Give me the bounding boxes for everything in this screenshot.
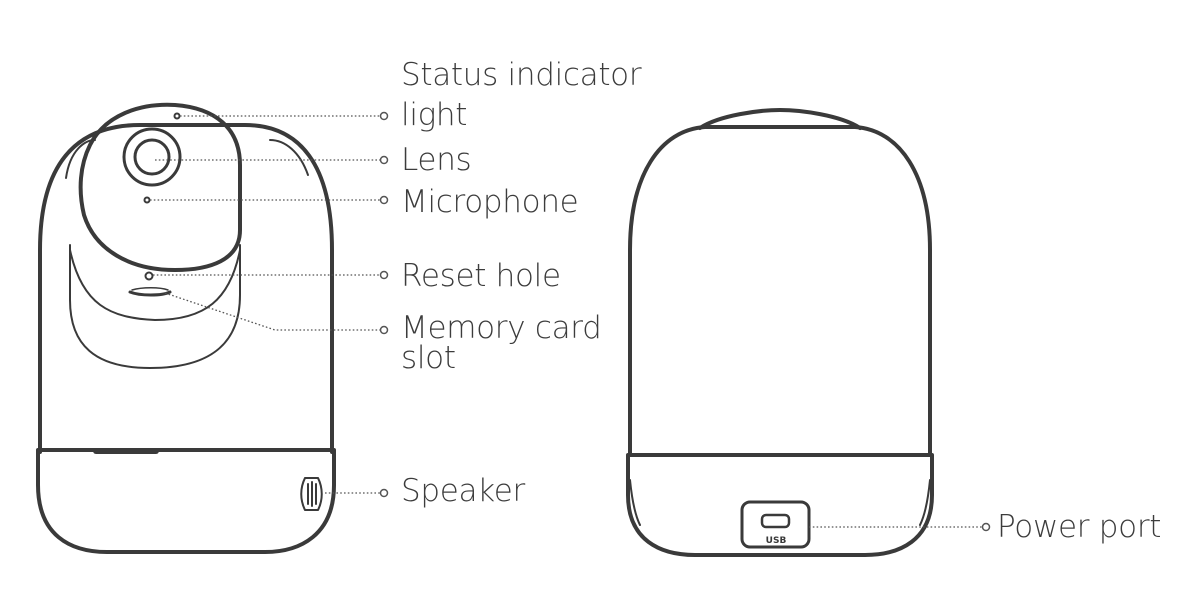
label-memory-line2: slot (401, 340, 456, 376)
label-speaker: Speaker (401, 473, 525, 509)
leader-end-lens (379, 155, 389, 165)
front-camera-head (65, 139, 309, 369)
status-light-dot (173, 112, 181, 120)
front-camera-body (36, 123, 336, 554)
leader-end-memory (379, 325, 389, 335)
label-status-line1: Status indicator (401, 57, 642, 93)
back-camera-body (626, 108, 934, 557)
reset-hole-dot (144, 271, 154, 281)
leader-end-power (981, 522, 991, 532)
microphone-dot (143, 196, 151, 204)
front-lens-graphic (122, 127, 182, 187)
leader-end-speaker (379, 488, 389, 498)
front-camera-faceplate (78, 102, 242, 272)
usb-port-graphic (740, 500, 811, 549)
label-microphone: Microphone (401, 184, 579, 220)
label-lens: Lens (401, 142, 472, 178)
label-status-line2: light (401, 97, 468, 133)
leader-end-status (379, 111, 389, 121)
speaker-grille-graphic (300, 477, 323, 511)
label-reset-hole: Reset hole (401, 258, 561, 294)
leader-memory (164, 292, 380, 331)
leader-end-microphone (379, 195, 389, 205)
label-memory-line1: Memory card (401, 310, 602, 346)
label-power-port: Power port (997, 509, 1162, 545)
leader-end-reset (379, 270, 389, 280)
usb-port-text: USB (766, 536, 787, 546)
memory-card-slot-graphic (128, 290, 172, 297)
